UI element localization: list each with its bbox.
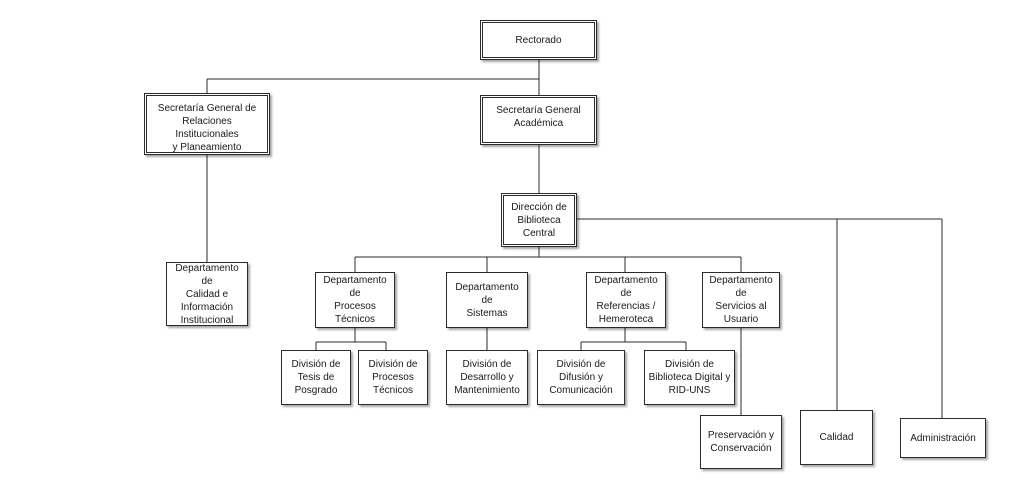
node-preservacion: Preservación y Conservación xyxy=(700,415,782,469)
node-division-procesos: División de Procesos Técnicos xyxy=(358,350,428,405)
node-calidad: Calidad xyxy=(800,410,873,465)
node-departamento-sistemas-label: Departamento de Sistemas xyxy=(455,281,519,319)
node-division-biblioteca-digital-label: División de Biblioteca Digital y RID-UNS xyxy=(648,359,731,396)
node-departamento-referencias-label: Departamento de Referencias / Hemeroteca xyxy=(594,275,658,325)
node-departamento-referencias: Departamento de Referencias / Hemeroteca xyxy=(586,272,666,328)
node-rectorado: Rectorado xyxy=(480,20,597,60)
node-division-procesos-label: División de Procesos Técnicos xyxy=(368,359,418,396)
node-secretaria-relaciones: Secretaría General de Relaciones Institu… xyxy=(144,93,270,155)
node-secretaria-academica-label: Secretaría General Académica xyxy=(496,105,581,129)
node-departamento-calidad-informacion: Departamento de Calidad e Información In… xyxy=(166,262,248,326)
node-calidad-label: Calidad xyxy=(819,432,854,443)
node-division-tesis-label: División de Tesis de Posgrado xyxy=(291,359,341,396)
node-administracion: Administración xyxy=(900,418,986,458)
node-departamento-procesos-label: Departamento de Procesos Técnicos xyxy=(323,275,387,325)
node-departamento-servicios-label: Departamento de Servicios al Usuario xyxy=(709,275,773,325)
node-direccion-biblioteca: Dirección de Biblioteca Central xyxy=(501,193,577,247)
node-division-difusion-label: División de Difusión y Comunicación xyxy=(549,359,613,396)
node-division-biblioteca-digital: División de Biblioteca Digital y RID-UNS xyxy=(644,350,735,405)
node-division-desarrollo-label: División de Desarrollo y Mantenimiento xyxy=(454,359,520,396)
node-preservacion-label: Preservación y Conservación xyxy=(707,430,775,454)
node-departamento-sistemas: Departamento de Sistemas xyxy=(446,272,528,328)
node-division-tesis: División de Tesis de Posgrado xyxy=(281,350,351,405)
node-departamento-calidad-informacion-label: Departamento de Calidad e Información In… xyxy=(175,262,239,326)
node-direccion-biblioteca-label: Dirección de Biblioteca Central xyxy=(511,201,567,239)
node-secretaria-relaciones-label: Secretaría General de Relaciones Institu… xyxy=(157,103,257,153)
node-division-desarrollo: División de Desarrollo y Mantenimiento xyxy=(446,350,528,405)
node-administracion-label: Administración xyxy=(910,432,976,444)
node-division-difusion: División de Difusión y Comunicación xyxy=(537,350,625,405)
node-departamento-servicios: Departamento de Servicios al Usuario xyxy=(702,272,780,328)
node-rectorado-label: Rectorado xyxy=(515,34,562,46)
node-secretaria-academica: Secretaría General Académica xyxy=(480,95,597,145)
node-departamento-procesos: Departamento de Procesos Técnicos xyxy=(315,272,395,328)
